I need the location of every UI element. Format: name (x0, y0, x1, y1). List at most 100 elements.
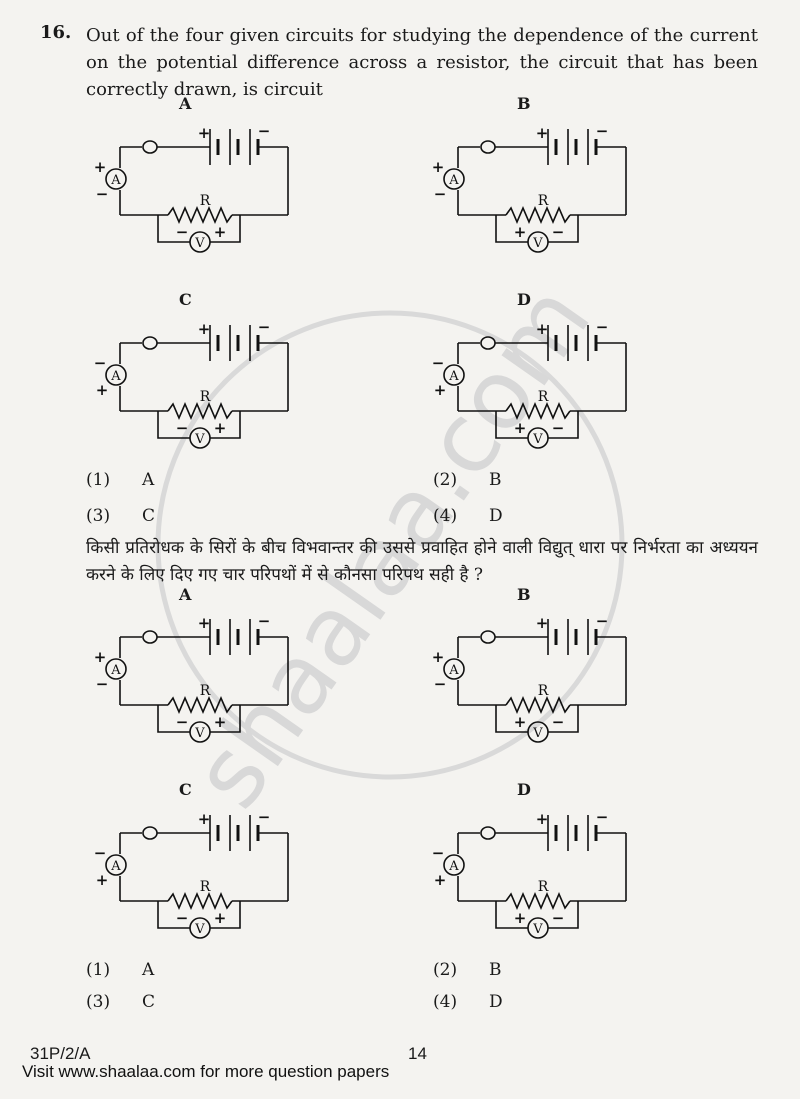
battery-plus: + (536, 320, 549, 338)
wire (210, 411, 241, 439)
option-4-hi: (4)D (433, 992, 503, 1012)
option-2-hi: (2)B (433, 960, 502, 980)
circuit-label-c: C (179, 290, 192, 309)
option-3-hi: (3)C (86, 992, 156, 1012)
voltmeter-left-sign: + (514, 909, 527, 927)
voltmeter-right-sign: + (214, 419, 227, 437)
wire (157, 215, 190, 243)
ammeter-bottom-sign: − (434, 675, 447, 693)
voltmeter-label: V (194, 432, 205, 447)
voltmeter-left-sign: − (176, 713, 189, 731)
wire (548, 705, 579, 733)
voltmeter-label: V (194, 922, 205, 937)
question-text-english: Out of the four given circuits for study… (86, 25, 758, 100)
ammeter-top-sign: − (432, 354, 445, 372)
voltmeter-left-sign: + (514, 713, 527, 731)
voltmeter-label: V (194, 236, 205, 251)
ammeter-top-sign: − (432, 844, 445, 862)
circuit-diagram-a-hi: +−A+−RV−+ (94, 612, 289, 743)
voltmeter-right-sign: + (214, 713, 227, 731)
ammeter (105, 658, 127, 680)
ammeter-top-sign: + (432, 158, 445, 176)
battery-minus: − (596, 318, 609, 336)
wire (157, 705, 190, 733)
resistor (505, 891, 571, 911)
key-plug (487, 336, 496, 350)
key-plug (487, 826, 496, 840)
option-3: (3)C (86, 506, 156, 526)
circuit-label-a-hi: A (179, 585, 192, 604)
voltmeter-left-sign: − (176, 223, 189, 241)
battery-plus: + (536, 810, 549, 828)
voltmeter-left-sign: − (176, 419, 189, 437)
ammeter-bottom-sign: − (434, 185, 447, 203)
circuit-diagram-d: +−A−+RV+− (432, 318, 627, 449)
voltmeter-label: V (532, 922, 543, 937)
battery-minus: − (596, 612, 609, 630)
wire (157, 901, 190, 929)
ammeter-bottom-sign: − (96, 675, 109, 693)
ammeter-label: A (110, 369, 121, 384)
ammeter (443, 168, 465, 190)
battery-plus: + (198, 810, 211, 828)
key-plug (480, 826, 489, 840)
wire (495, 901, 528, 929)
visit-link[interactable]: Visit www.shaalaa.com for more question … (22, 1062, 390, 1081)
resistor-label: R (538, 879, 549, 895)
circuit-label-a: A (179, 94, 192, 113)
key-plug (149, 140, 158, 154)
ammeter-top-sign: − (94, 354, 107, 372)
resistor-label: R (200, 683, 211, 699)
battery-minus: − (596, 122, 609, 140)
wire (548, 901, 579, 929)
circuit-diagram-b-hi: +−A+−RV+− (432, 612, 627, 743)
page-number: 14 (408, 1044, 427, 1063)
ammeter-top-sign: + (94, 648, 107, 666)
key-plug (142, 140, 151, 154)
battery-plus: + (536, 614, 549, 632)
ammeter-label: A (448, 369, 459, 384)
voltmeter-label: V (532, 236, 543, 251)
key-plug (149, 826, 158, 840)
circuit-diagram-c: +−A−+RV−+ (94, 318, 289, 449)
battery-minus: − (258, 318, 271, 336)
ammeter-bottom-sign: + (434, 381, 447, 399)
key-plug (149, 630, 158, 644)
question-text-hindi: किसी प्रतिरोधक के सिरों के बीच विभवान्तर… (86, 538, 758, 585)
voltmeter-label: V (194, 726, 205, 741)
wire (210, 901, 241, 929)
key-plug (480, 140, 489, 154)
wire (548, 411, 579, 439)
ammeter-label: A (448, 663, 459, 678)
resistor-label: R (200, 389, 211, 405)
battery-plus: + (198, 320, 211, 338)
ammeter (443, 658, 465, 680)
battery-plus: + (536, 124, 549, 142)
voltmeter-right-sign: + (214, 909, 227, 927)
key-plug (142, 630, 151, 644)
resistor (505, 205, 571, 225)
resistor-label: R (538, 193, 549, 209)
option-1-hi: (1)A (86, 960, 155, 980)
voltmeter-label: V (532, 432, 543, 447)
resistor (505, 401, 571, 421)
question-number: 16. (40, 22, 72, 43)
voltmeter-left-sign: + (514, 223, 527, 241)
battery-minus: − (596, 808, 609, 826)
battery-plus: + (198, 614, 211, 632)
key-plug (149, 336, 158, 350)
wire (210, 215, 241, 243)
wire (495, 411, 528, 439)
key-plug (142, 826, 151, 840)
resistor-label: R (200, 193, 211, 209)
ammeter (443, 364, 465, 386)
voltmeter-right-sign: + (214, 223, 227, 241)
voltmeter-left-sign: − (176, 909, 189, 927)
circuit-label-c-hi: C (179, 780, 192, 799)
ammeter-top-sign: + (432, 648, 445, 666)
ammeter-label: A (110, 859, 121, 874)
ammeter-bottom-sign: + (96, 381, 109, 399)
option-1: (1)A (86, 470, 155, 490)
ammeter-label: A (110, 173, 121, 188)
wire (495, 705, 528, 733)
